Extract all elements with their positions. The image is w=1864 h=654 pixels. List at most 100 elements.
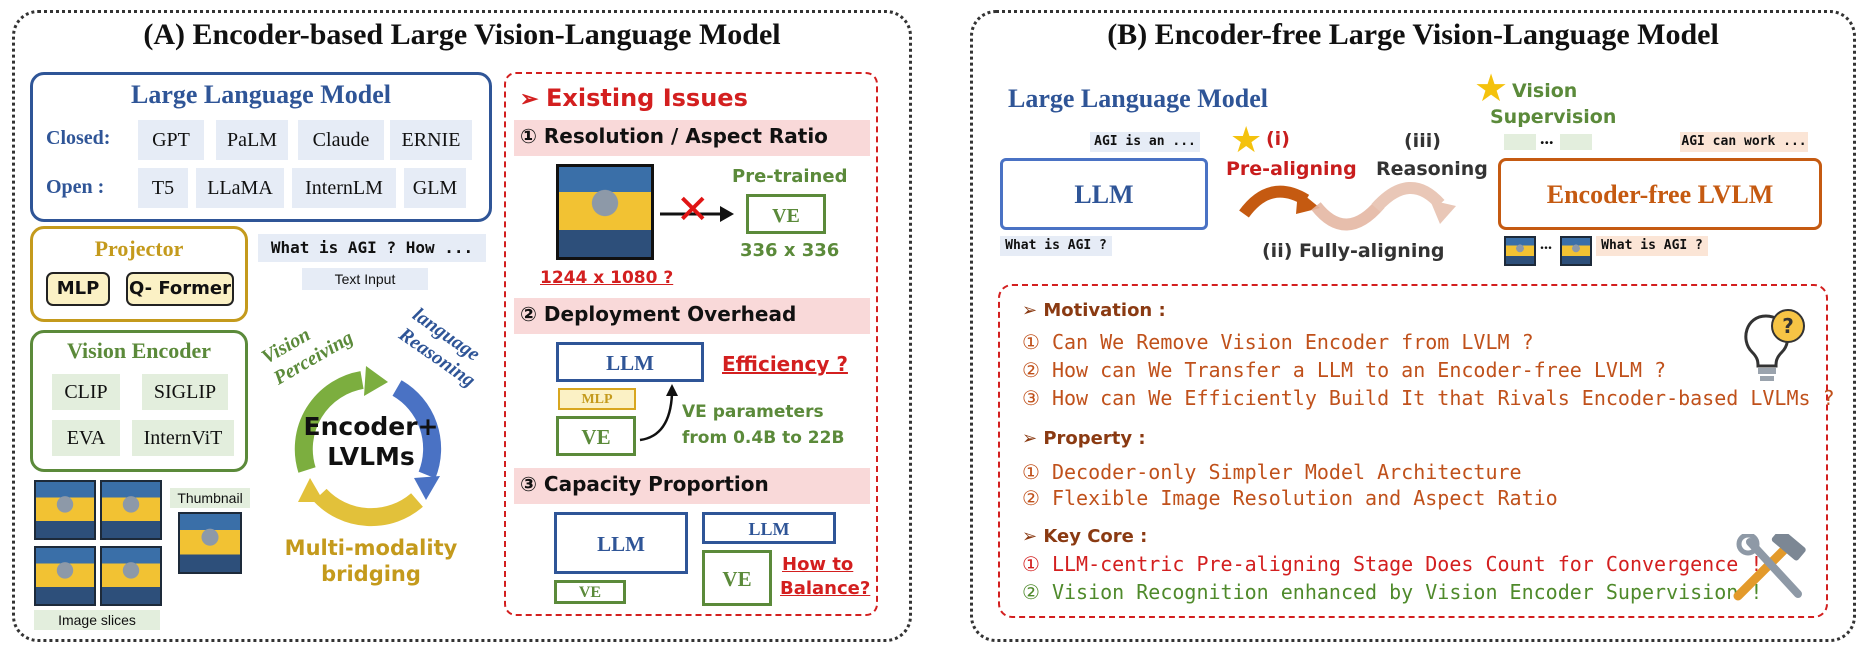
panel-encoder-free [970,10,1856,642]
balance-line2: Balance? [780,578,871,599]
thumbnail-label: Thumbnail [170,488,250,508]
capacity-llm-small: LLM [702,512,836,544]
key-core-title: ➢ Key Core : [1022,526,1147,547]
vision-encoder-box [30,330,248,472]
llm-box [30,72,492,222]
panel-a-title: (A) Encoder-based Large Vision-Language … [143,18,781,51]
capacity-llm-big: LLM [554,512,688,574]
closed-label: Closed: [46,127,111,149]
ve-size-label: 336 x 336 [740,240,840,261]
ve-chip-clip: CLIP [52,374,120,410]
property-item-1: ① Decoder-only Simpler Model Architectur… [1022,460,1522,484]
pretrained-label: Pre-trained [732,166,848,187]
llm-chip-internlm: InternLM [292,168,396,208]
cycle-arrowhead-yellow [298,478,324,502]
arrow-fully-aligning [1311,199,1385,231]
open-label: Open : [46,176,105,198]
deploy-mlp-box: MLP [558,388,636,410]
llm-chip-claude: Claude [298,120,384,160]
issue-3-bar [514,468,870,504]
motivation-item-2: ② How can We Transfer a LLM to an Encode… [1022,358,1667,382]
property-arrow-icon: ➢ [1022,428,1044,449]
issue-1-title: ① Resolution / Aspect Ratio [520,124,828,148]
balance-line1: How to [782,554,854,575]
ef-output-dots: ... [1540,128,1554,148]
image-slices-label: Image slices [34,610,160,630]
llm-input-text: What is AGI ? [1000,236,1112,256]
ef-input-dots: ... [1540,236,1552,253]
cycle-arrowhead-blue [414,476,440,500]
key-core-arrow-icon: ➢ [1022,526,1044,547]
encoder-free-lvlm-box: Encoder-free LVLM [1498,158,1822,230]
training-stage-arrows [1239,182,1456,231]
stage-i-label: (i) [1266,128,1290,150]
projector-box [30,226,248,322]
star-icon-vision-supervision: ★ [1474,68,1509,110]
info-box [998,284,1828,618]
cycle-center-line1: Encoder+ [303,412,439,441]
ef-input-image-1 [1504,236,1536,266]
property-title-text: Property : [1043,428,1146,449]
right-llm-title: Large Language Model [1008,84,1268,113]
ve-chip-siglip: SIGLIP [142,374,228,410]
motivation-title-text: Motivation : [1043,300,1166,321]
llm-title: Large Language Model [131,80,391,109]
image-slice-2 [100,480,162,540]
motivation-arrow-icon: ➢ [1022,300,1044,321]
cycle-arc-blue [392,380,442,479]
cycle-arc-yellow [313,488,423,527]
tools-icon [1733,534,1806,601]
panel-b-title: (B) Encoder-free Large Vision-Language M… [1107,18,1719,51]
key-core-title-text: Key Core : [1043,526,1148,547]
motivation-item-3: ③ How can We Efficiently Build It that R… [1022,386,1835,410]
deploy-ve-box: VE [556,416,636,456]
ve-params-line1: VE parameters [682,402,824,422]
existing-issues-title: Existing Issues [546,84,748,112]
arrow-reasoning [1371,182,1445,213]
ef-output-token-1 [1504,134,1536,150]
issues-arrow-icon: ➢ [520,86,539,111]
capacity-ve-small: VE [554,580,626,604]
lightbulb-question-icon: ? [1744,309,1805,381]
ef-output-token-2 [1560,134,1592,150]
vision-encoder-title: Vision Encoder [66,338,212,363]
projector-mlp: MLP [46,272,110,306]
text-input-label: Text Input [302,268,428,290]
star-icon-pre-aligning: ★ [1230,120,1263,160]
motivation-title: ➢ Motivation : [1022,300,1166,321]
motivation-item-1: ① Can We Remove Vision Encoder from LVLM… [1022,330,1534,354]
cycle-arc-green [294,371,364,473]
projector-qformer: Q- Former [126,272,234,306]
arrow-reasoning-head [1430,200,1456,224]
multi-modality-line1: Multi-modality [284,536,458,560]
ve-params-line2: from 0.4B to 22B [682,428,845,448]
llm-output-text: AGI is an ... [1090,132,1200,152]
stage-iii-label: (iii) [1404,130,1441,152]
llm-chip-gpt: GPT [138,120,204,160]
deploy-llm-box: LLM [556,342,704,382]
efficiency-label: Efficiency ? [722,352,848,376]
ve-chip-eva: EVA [52,420,120,456]
highres-image [556,164,654,260]
deploy-curve-arrow [639,384,678,442]
highres-size-label: 1244 x 1080 ? [540,268,674,288]
image-slice-4 [100,546,162,606]
llm-chip-palm: PaLM [216,120,288,160]
existing-issues-box [504,72,878,616]
reasoning-label: Reasoning [1376,158,1488,180]
property-item-2: ② Flexible Image Resolution and Aspect R… [1022,486,1558,510]
resize-arrow [660,206,734,222]
projector-title: Projector [94,236,184,261]
llm-chip-glm: GLM [404,168,466,208]
key-core-item-1: ① LLM-centric Pre-aligning Stage Does Co… [1022,552,1763,576]
issue-2-bar [514,298,870,334]
ef-input-image-2 [1560,236,1592,266]
ef-output-text: AGI can work ... [1680,132,1808,152]
pre-aligning-label: Pre-aligning [1226,158,1357,180]
issue-3-title: ③ Capacity Proportion [520,472,769,496]
cycle-center-line2: LVLMs [327,442,415,471]
vision-supervision-line2: Supervision [1490,106,1617,128]
capacity-ve-big: VE [702,550,772,606]
vision-supervision-line1: Vision [1512,80,1578,102]
panel-encoder-based [12,10,912,642]
